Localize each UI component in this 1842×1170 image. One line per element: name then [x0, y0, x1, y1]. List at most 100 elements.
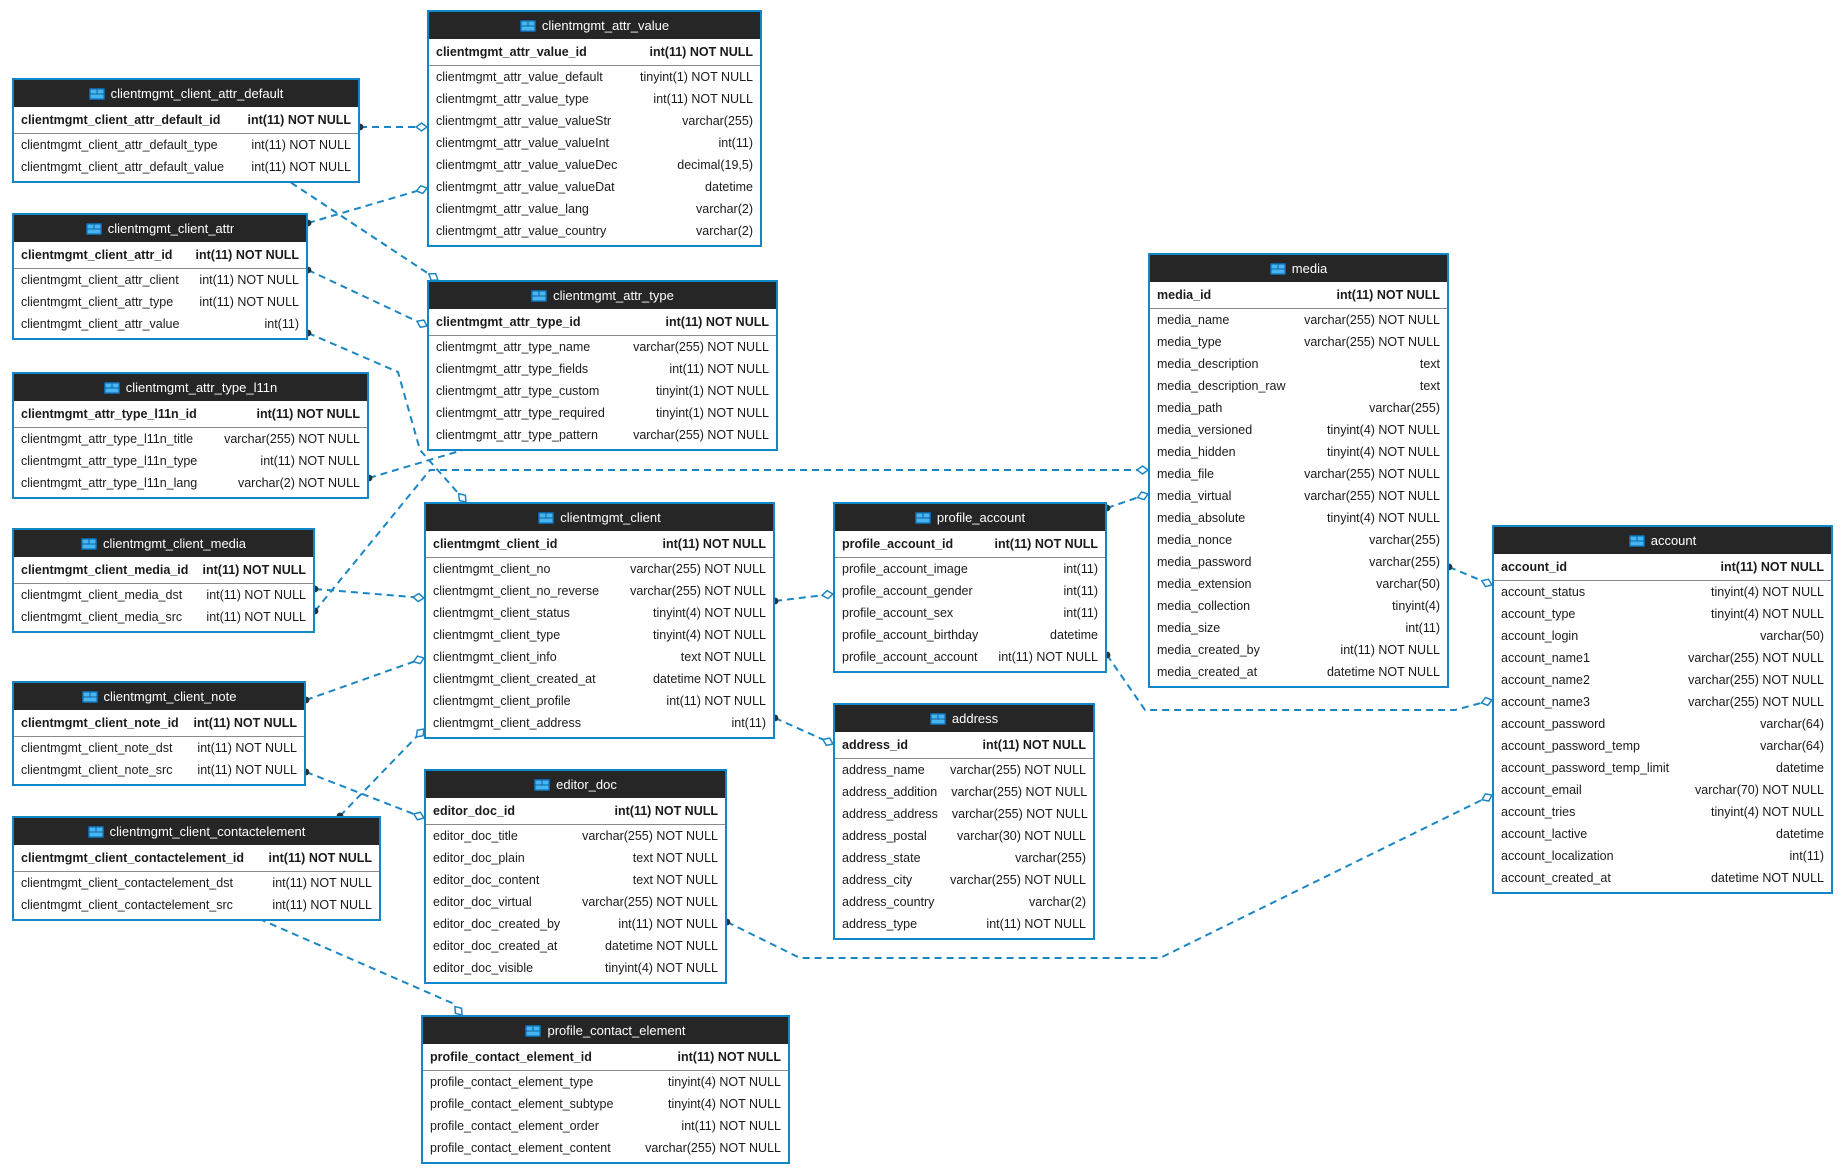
column-type: datetime: [1776, 827, 1824, 841]
table-header[interactable]: clientmgmt_attr_type: [429, 282, 776, 309]
column-type: text NOT NULL: [632, 851, 718, 865]
table-title: clientmgmt_attr_value: [541, 18, 670, 33]
table-clientmgmt_client_attr_default[interactable]: clientmgmt_client_attr_default clientmgmt…: [12, 78, 360, 183]
relation-clientmgmt_client_media-clientmgmt_client[interactable]: [311, 585, 426, 603]
column-name: media_created_by: [1157, 643, 1260, 657]
relation-line: [305, 771, 416, 816]
relation-endpoint-diamond: [1480, 696, 1494, 707]
column-name: clientmgmt_client_media_id: [21, 563, 189, 577]
table-clientmgmt_attr_value[interactable]: clientmgmt_attr_value clientmgmt_attr_val…: [427, 10, 762, 247]
column-name: clientmgmt_attr_type_pattern: [436, 428, 598, 442]
table-title: clientmgmt_client_note: [103, 689, 237, 704]
column-type: varchar(255) NOT NULL: [1304, 313, 1440, 327]
column-name: clientmgmt_attr_value_type: [436, 92, 589, 106]
table-header[interactable]: clientmgmt_attr_type_l11n: [14, 374, 367, 401]
table-header[interactable]: editor_doc: [426, 771, 725, 798]
column-name: clientmgmt_client_contactelement_id: [21, 851, 244, 865]
relation-clientmgmt_client_contactelement-clientmgmt_client[interactable]: [336, 728, 425, 820]
column-type: int(11) NOT NULL: [618, 917, 718, 931]
relation-line: [1106, 496, 1139, 509]
column-type: varchar(255) NOT NULL: [582, 895, 718, 909]
table-clientmgmt_client_note[interactable]: clientmgmt_client_note clientmgmt_client_…: [12, 681, 306, 786]
column-name: clientmgmt_attr_type_required: [436, 406, 605, 420]
table-header[interactable]: account: [1494, 527, 1831, 554]
column-name: media_virtual: [1157, 489, 1232, 503]
table-header[interactable]: profile_contact_element: [423, 1017, 788, 1044]
table-header[interactable]: clientmgmt_attr_value: [429, 12, 760, 39]
column-name: account_login: [1501, 629, 1579, 643]
relation-clientmgmt_client_attr-clientmgmt_attr_value[interactable]: [304, 184, 429, 227]
table-icon: [103, 381, 120, 394]
column-name: media_file: [1157, 467, 1214, 481]
column-name: account_tries: [1501, 805, 1576, 819]
table-header[interactable]: address: [835, 705, 1093, 732]
table-profile_contact_element[interactable]: profile_contact_element profile_contact_e…: [421, 1015, 790, 1164]
table-header[interactable]: clientmgmt_client_attr_default: [14, 80, 358, 107]
relation-endpoint-diamond: [1136, 491, 1150, 501]
column-type: varchar(255): [1369, 533, 1440, 547]
relation-clientmgmt_client_note-editor_doc[interactable]: [302, 768, 426, 821]
table-header[interactable]: clientmgmt_client_attr: [14, 215, 306, 242]
column-name: account_password: [1501, 717, 1606, 731]
table-clientmgmt_attr_type[interactable]: clientmgmt_attr_type clientmgmt_attr_type…: [427, 280, 778, 451]
column-type: int(11): [1063, 584, 1098, 598]
column-name: address_name: [842, 763, 925, 777]
table-clientmgmt_client_media[interactable]: clientmgmt_client_media clientmgmt_client…: [12, 528, 315, 633]
table-header[interactable]: clientmgmt_client_contactelement: [14, 818, 379, 845]
table-header[interactable]: profile_account: [835, 504, 1105, 531]
relation-clientmgmt_client-address[interactable]: [771, 714, 835, 747]
column-name: media_created_at: [1157, 665, 1258, 679]
table-header[interactable]: clientmgmt_client_media: [14, 530, 313, 557]
column-type: varchar(255) NOT NULL: [1688, 695, 1824, 709]
column-name: clientmgmt_client_attr_default_type: [21, 138, 218, 152]
relation-clientmgmt_client-profile_account[interactable]: [771, 589, 835, 605]
table-header[interactable]: clientmgmt_client_note: [14, 683, 304, 710]
relation-clientmgmt_client_attr-clientmgmt_attr_type[interactable]: [304, 266, 429, 329]
relation-endpoint-diamond: [415, 728, 425, 738]
column-type: varchar(64): [1760, 739, 1824, 753]
column-name: media_type: [1157, 335, 1222, 349]
relation-clientmgmt_client_attr_default-clientmgmt_attr_value[interactable]: [356, 122, 429, 132]
relation-media-account[interactable]: [1445, 563, 1494, 588]
relation-profile_account-media[interactable]: [1103, 491, 1150, 512]
column-type: int(11) NOT NULL: [251, 138, 351, 152]
column-name: clientmgmt_attr_value_valueStr: [436, 114, 612, 128]
relation-endpoint-diamond: [820, 589, 835, 600]
column-name: address_addition: [842, 785, 938, 799]
column-name: profile_account_account: [842, 650, 978, 664]
column-name: clientmgmt_client_contactelement_src: [21, 898, 233, 912]
table-title: profile_account: [936, 510, 1026, 525]
relation-clientmgmt_client_note-clientmgmt_client[interactable]: [302, 655, 426, 704]
column-type: varchar(255) NOT NULL: [1304, 467, 1440, 481]
table-header[interactable]: clientmgmt_client: [426, 504, 773, 531]
column-type: varchar(30) NOT NULL: [957, 829, 1086, 843]
table-header[interactable]: media: [1150, 255, 1447, 282]
table-icon: [80, 537, 97, 550]
column-type: int(11) NOT NULL: [256, 407, 360, 421]
